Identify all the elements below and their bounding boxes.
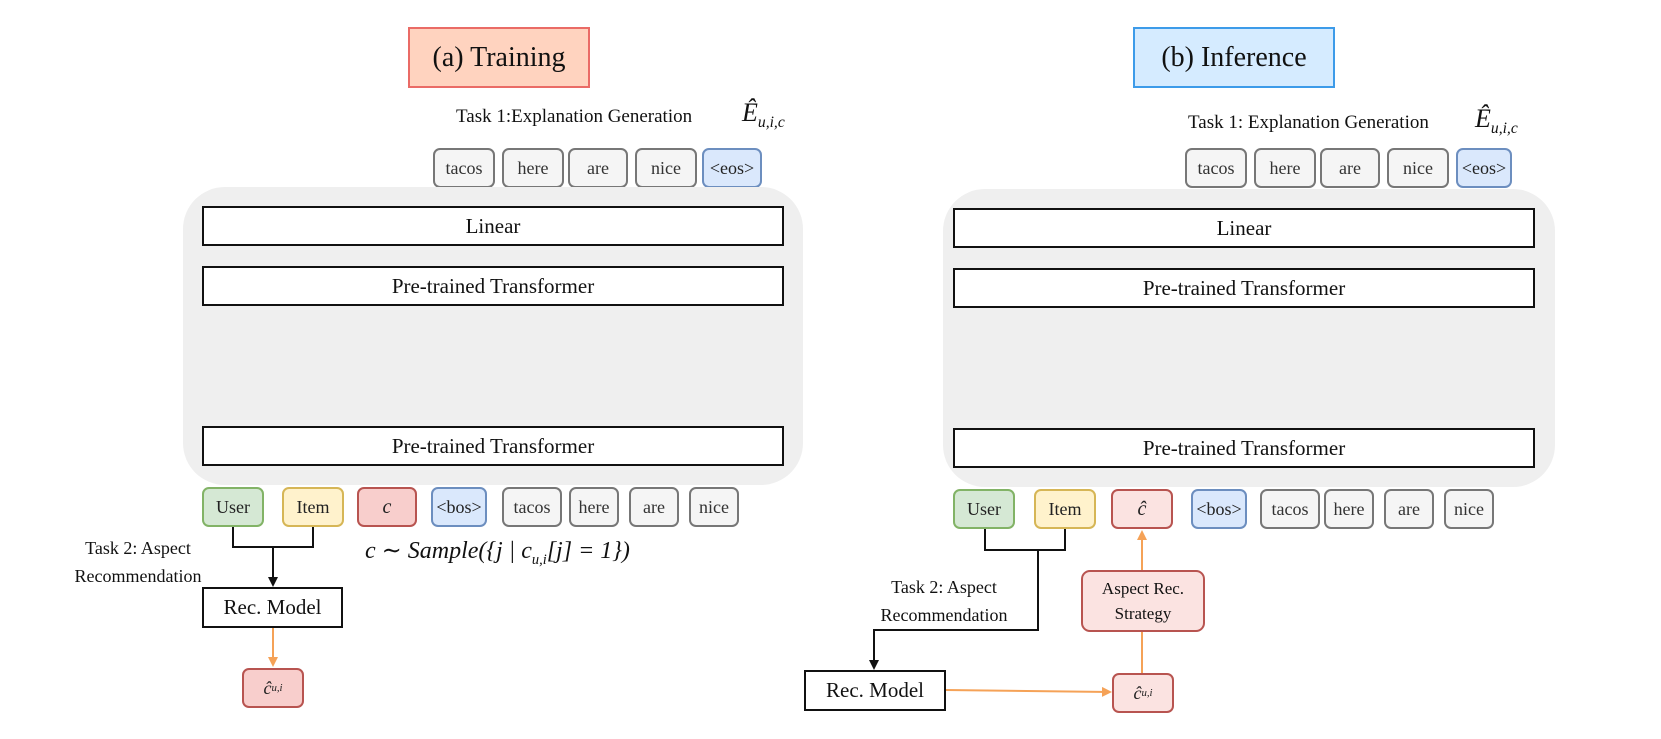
input-token-item-training: Item	[282, 487, 344, 527]
linear-layer-inference: Linear	[953, 208, 1535, 248]
rec-model-inference: Rec. Model	[804, 670, 946, 711]
linear-layer-training: Linear	[202, 206, 784, 246]
input-token-user-training: User	[202, 487, 264, 527]
training-panel-title: (a) Training	[408, 27, 590, 88]
input-token-nice-training: nice	[689, 487, 739, 527]
input-token-tacos-inference: tacos	[1260, 489, 1320, 529]
input-token-item-inference: Item	[1034, 489, 1096, 529]
output-token-eos-training: <eos>	[702, 148, 762, 188]
strategy-line1: Aspect Rec.	[1101, 579, 1185, 598]
user-item-merge-connector-inference	[984, 528, 1066, 551]
explanation-symbol-sub-inference: u,i,c	[1490, 120, 1518, 138]
explanation-symbol-main-inference: Ê	[1475, 104, 1491, 133]
strategy-line2: Strategy	[1114, 604, 1172, 623]
input-token-aspect-inference: ĉ	[1111, 489, 1173, 529]
task2-line1-inference: Task 2: Aspect	[891, 577, 997, 597]
task2-line2-training: Recommendation	[74, 566, 202, 586]
input-token-user-inference: User	[953, 489, 1015, 529]
input-token-are-training: are	[629, 487, 679, 527]
aspect-rec-strategy: Aspect Rec. Strategy	[1081, 570, 1205, 632]
user-item-merge-connector-training	[232, 527, 314, 548]
sample-formula-head: c ∼ Sample({j | c	[365, 538, 532, 564]
output-token-are-training: are	[568, 148, 628, 188]
input-token-aspect-training: c	[357, 487, 417, 527]
task2-label-inference: Task 2: Aspect Recommendation	[862, 573, 1026, 629]
task2-label-training: Task 2: Aspect Recommendation	[56, 534, 220, 590]
input-token-here-inference: here	[1324, 489, 1374, 529]
task1-text-inference: Task 1: Explanation Generation	[1188, 112, 1429, 133]
aspect-output-symbol-inference: ĉ	[1133, 682, 1142, 703]
explanation-symbol-main-training: Ê	[742, 98, 758, 127]
aspect-output-symbol-training: ĉ	[263, 677, 272, 698]
sample-formula-tail: [j] = 1})	[546, 538, 630, 564]
output-token-are-inference: are	[1320, 148, 1380, 188]
explanation-symbol-sub-training: u,i,c	[757, 114, 785, 132]
explanation-symbol-inference: Êu,i,c	[1475, 104, 1518, 138]
rec-model-training: Rec. Model	[202, 587, 343, 628]
input-token-bos-inference: <bos>	[1191, 489, 1247, 529]
input-token-are-inference: are	[1384, 489, 1434, 529]
output-token-here-training: here	[502, 148, 564, 188]
transformer-bottom-inference: Pre-trained Transformer	[953, 428, 1535, 468]
arrow-to-rec-model-inference	[869, 550, 1039, 670]
transformer-bottom-training: Pre-trained Transformer	[202, 426, 784, 466]
output-token-tacos-inference: tacos	[1185, 148, 1247, 188]
task1-label-training: Task 1:Explanation Generation	[456, 106, 692, 128]
task2-line1-training: Task 2: Aspect	[85, 538, 191, 558]
aspect-output-sub-training: u,i	[271, 682, 283, 694]
input-token-bos-training: <bos>	[431, 487, 487, 527]
input-token-here-training: here	[569, 487, 619, 527]
output-token-here-inference: here	[1254, 148, 1316, 188]
transformer-top-training: Pre-trained Transformer	[202, 266, 784, 306]
output-token-nice-training: nice	[635, 148, 697, 188]
output-token-eos-inference: <eos>	[1456, 148, 1512, 188]
inference-panel-title: (b) Inference	[1133, 27, 1335, 88]
output-token-nice-inference: nice	[1387, 148, 1449, 188]
aspect-output-sub-inference: u,i	[1141, 687, 1153, 699]
task2-line2-inference: Recommendation	[880, 605, 1008, 625]
output-token-tacos-training: tacos	[433, 148, 495, 188]
transformer-top-inference: Pre-trained Transformer	[953, 268, 1535, 308]
explanation-symbol-training: Êu,i,c	[742, 98, 785, 132]
arrow-rec-to-aspect-inference	[945, 686, 1112, 697]
task1-text-training: Task 1:Explanation Generation	[456, 106, 693, 127]
input-token-tacos-training: tacos	[502, 487, 562, 527]
sample-formula: c ∼ Sample({j | cu,i[j] = 1})	[365, 536, 630, 569]
task1-label-inference: Task 1: Explanation Generation	[1188, 112, 1429, 134]
sample-formula-sub: u,i	[531, 551, 547, 568]
input-token-nice-inference: nice	[1444, 489, 1494, 529]
